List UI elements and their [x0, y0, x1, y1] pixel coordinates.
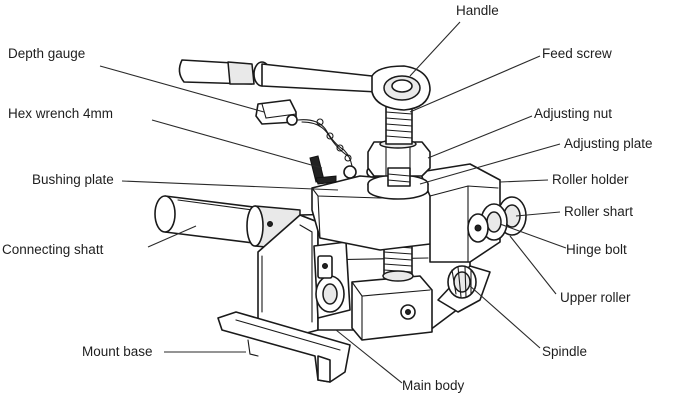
spindle-part: [447, 265, 477, 299]
label-adjusting-plate: Adjusting plate: [564, 136, 653, 151]
depth-gauge-part: [255, 99, 353, 167]
feed-screw-part: [385, 99, 413, 187]
lower-carriage-part: [351, 275, 433, 341]
label-hinge-bolt: Hinge bolt: [566, 242, 627, 257]
hex-wrench-part: [309, 155, 337, 185]
label-bushing-plate: Bushing plate: [32, 172, 114, 187]
label-connecting-shatt: Connecting shatt: [2, 242, 104, 257]
leader-lines: [99, 21, 567, 384]
label-upper-roller: Upper roller: [560, 290, 631, 305]
handle-part: [178, 59, 431, 111]
label-roller-holder: Roller holder: [552, 172, 629, 187]
label-main-body: Main body: [402, 378, 465, 393]
mount-base-part: [217, 311, 351, 383]
label-handle: Handle: [456, 3, 499, 18]
adjusting-plate-part: [367, 174, 429, 200]
label-depth-gauge: Depth gauge: [8, 46, 85, 61]
label-feed-screw: Feed screw: [542, 46, 612, 61]
label-hex-wrench: Hex wrench 4mm: [8, 106, 113, 121]
label-mount-base: Mount base: [82, 344, 153, 359]
left-roller-part: [313, 241, 351, 319]
label-roller-shart: Roller shart: [564, 204, 633, 219]
label-adjusting-nut: Adjusting nut: [534, 106, 612, 121]
label-spindle: Spindle: [542, 344, 587, 359]
connecting-shaft-part: [154, 195, 301, 251]
